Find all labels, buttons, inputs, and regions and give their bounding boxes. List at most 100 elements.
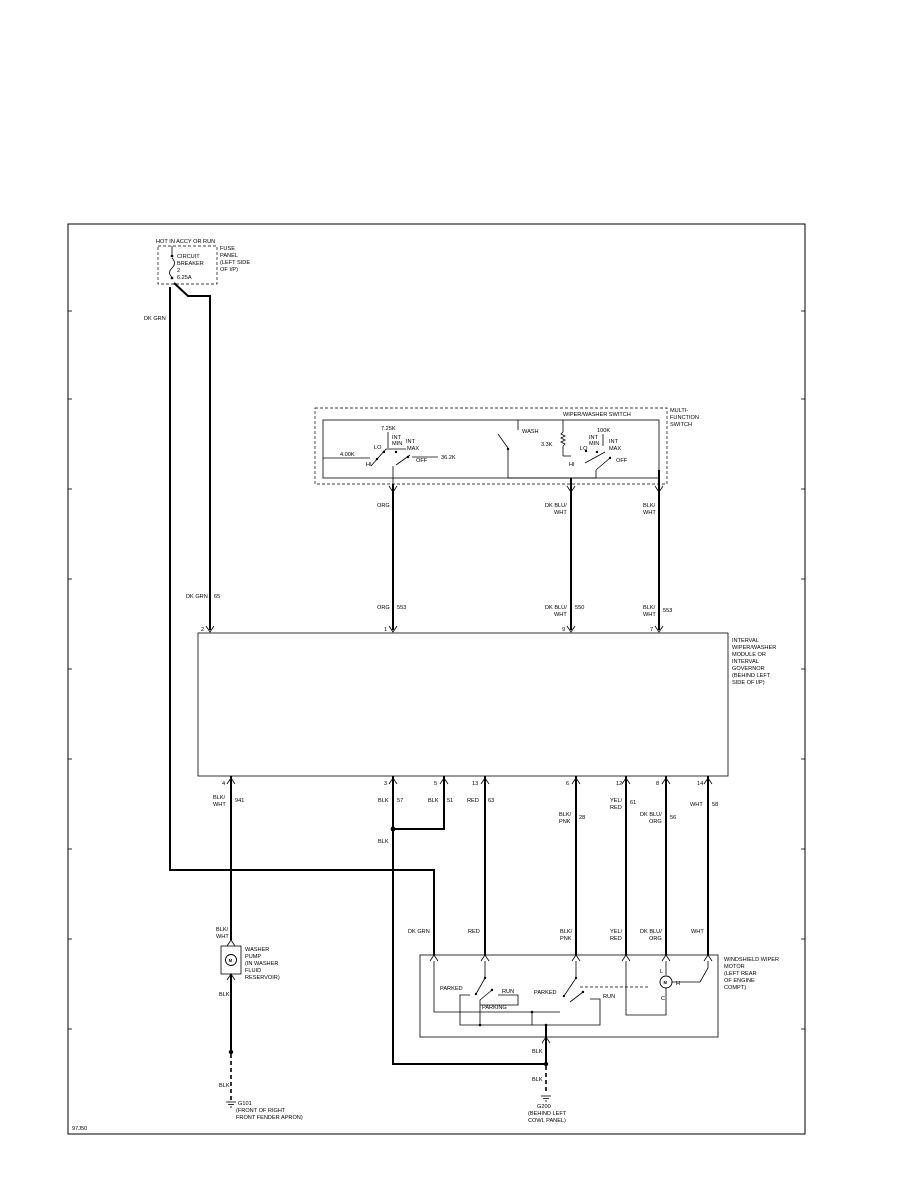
breaker-label-3: 2 (177, 268, 180, 274)
wire-blk-57-circuit: 57 (397, 798, 403, 804)
svg-text:L: L (660, 969, 663, 975)
motor-in-dkbluorg-2: ORG (649, 936, 662, 942)
fuse-panel-label-1: FUSE (220, 246, 235, 252)
multi-label-3: SWITCH (670, 422, 692, 428)
wire-dkblu-wht-top-1: DK BLU/ (545, 503, 567, 509)
svg-text:PARKING: PARKING (482, 1005, 507, 1011)
fuse-panel-label-4: OF I/P) (220, 267, 238, 273)
svg-text:OFF: OFF (616, 458, 628, 464)
multi-label-2: FUNCTION (670, 415, 699, 421)
washer-feed-label-2: WHT (213, 802, 226, 808)
wire-wht-circuit: 58 (712, 802, 718, 808)
motor-in-dkbluorg-1: DK BLU/ (640, 929, 662, 935)
motor-label-2: MOTOR (724, 964, 745, 970)
wire-blk-wht-top-2: WHT (643, 510, 656, 516)
diagram-frame (67, 223, 806, 1135)
wire-blk-51-circuit: 51 (447, 798, 453, 804)
svg-text:MIN: MIN (392, 441, 402, 447)
ground-g101-icon (226, 1101, 236, 1108)
svg-text:12: 12 (616, 781, 622, 787)
svg-text:4.00K: 4.00K (340, 452, 355, 458)
figure-id: 97J50 (72, 1126, 87, 1132)
motor-in-wht: WHT (691, 929, 704, 935)
svg-text:MAX: MAX (407, 446, 419, 452)
svg-text:RUN: RUN (603, 994, 615, 1000)
wire-dkblu-org-label-1: DK BLU/ (640, 812, 662, 818)
washer-feed-circuit: 941 (235, 798, 244, 804)
frame-ticks (68, 310, 805, 1030)
wire-dkblu-wht-label-2: WHT (554, 612, 567, 618)
svg-text:INT: INT (609, 439, 619, 445)
pump-label-1: WASHER (245, 947, 269, 953)
motor-internal-wiring: PARKED RUN PARKING PARKED RUN M L H C (433, 961, 709, 1027)
washer-in-label-1: BLK/ (216, 927, 229, 933)
g101-label-2: (FRONT OF RIGHT (236, 1108, 286, 1114)
svg-text:LO: LO (580, 446, 588, 452)
motor-blk-label: BLK (532, 1049, 543, 1055)
wire-blk-pnk-label-1: BLK/ (559, 812, 572, 818)
wiper-motor-m: M (664, 980, 668, 985)
module-label-5: GOVERNOR (732, 666, 765, 672)
module-pin-2: 2 (201, 627, 204, 633)
speed-switch-group: 4.00K 7.25K LO HI INT MIN INT MAX OFF 36… (323, 426, 456, 484)
pump-blk-label-2: BLK (219, 1083, 230, 1089)
motor-in-blkpnk-2: PNK (560, 936, 572, 942)
motor-input-arrows (429, 954, 713, 962)
module-label-6: (BEHIND LEFT (732, 673, 771, 679)
wire-dk-grn-65 (173, 282, 211, 630)
svg-text:RUN: RUN (502, 989, 514, 995)
wire-yel-red-label-1: YEL/ (610, 798, 623, 804)
wire-dk-grn-motor (169, 287, 435, 955)
svg-text:100K: 100K (597, 428, 610, 434)
wire-blk-51-label: BLK (428, 798, 439, 804)
motor-in-red: RED (468, 929, 480, 935)
svg-text:OFF: OFF (416, 458, 428, 464)
svg-text:36.2K: 36.2K (441, 455, 456, 461)
svg-text:INT: INT (392, 435, 402, 441)
svg-text:HI: HI (569, 462, 575, 468)
module-label-2: WIPER/WASHER (732, 645, 776, 651)
motor-blk-label-2: BLK (532, 1077, 543, 1083)
g200-label-2: (BEHIND LEFT (528, 1111, 567, 1117)
wire-red-label: RED (467, 798, 479, 804)
washer-in-label-2: WHT (216, 934, 229, 940)
pin-2-arrow-icon (205, 625, 215, 633)
motor-in-yelred-1: YEL/ (610, 929, 623, 935)
module-pin-9: 9 (562, 627, 565, 633)
breaker-label-2: BREAKER (177, 261, 204, 267)
pump-label-4: FLUID (245, 968, 261, 974)
wire-blk-57 (392, 776, 546, 1065)
wire-dk-grn-label: DK GRN (186, 594, 208, 600)
wire-red-circuit: 63 (488, 798, 494, 804)
svg-text:7.25K: 7.25K (381, 426, 396, 432)
svg-text:4: 4 (222, 781, 225, 787)
g101-label-3: FRONT FENDER APRON) (236, 1115, 303, 1121)
svg-text:PARKED: PARKED (534, 990, 557, 996)
svg-text:3.3K: 3.3K (541, 442, 553, 448)
svg-text:MIN: MIN (589, 441, 599, 447)
motor-label-5: COMPT) (724, 985, 746, 991)
wire-blk-wht-circuit: 553 (663, 608, 672, 614)
module-bottom-pins: 4 3 5 13 6 12 8 14 (222, 781, 703, 787)
wire-blk-wht-top-1: BLK/ (643, 503, 656, 509)
module-label-4: INTERVAL (732, 659, 759, 665)
wire-blk-wht-label-2: WHT (643, 612, 656, 618)
breaker-label-4: 6.25A (177, 275, 192, 281)
wire-dkblu-org-circuit: 56 (670, 815, 676, 821)
wiper-washer-switch-box (322, 419, 660, 479)
svg-text:6: 6 (566, 781, 569, 787)
wire-blk-splice-label: BLK (378, 839, 389, 845)
wire-dk-grn-circuit: 65 (214, 594, 220, 600)
svg-text:INT: INT (589, 435, 599, 441)
ground-g200-icon (541, 1095, 551, 1102)
module-label-7: SIDE OF I/P) (732, 680, 765, 686)
motor-in-blkpnk-1: BLK/ (560, 929, 573, 935)
svg-text:5: 5 (434, 781, 437, 787)
pump-label-3: (IN WASHER (245, 961, 278, 967)
g200-label-1: G200 (537, 1104, 551, 1110)
washer-pump-m: M (229, 958, 233, 963)
wire-dkblu-org-label-2: ORG (649, 819, 662, 825)
module-label-3: MODULE OR (732, 652, 766, 658)
svg-text:H: H (676, 981, 680, 987)
